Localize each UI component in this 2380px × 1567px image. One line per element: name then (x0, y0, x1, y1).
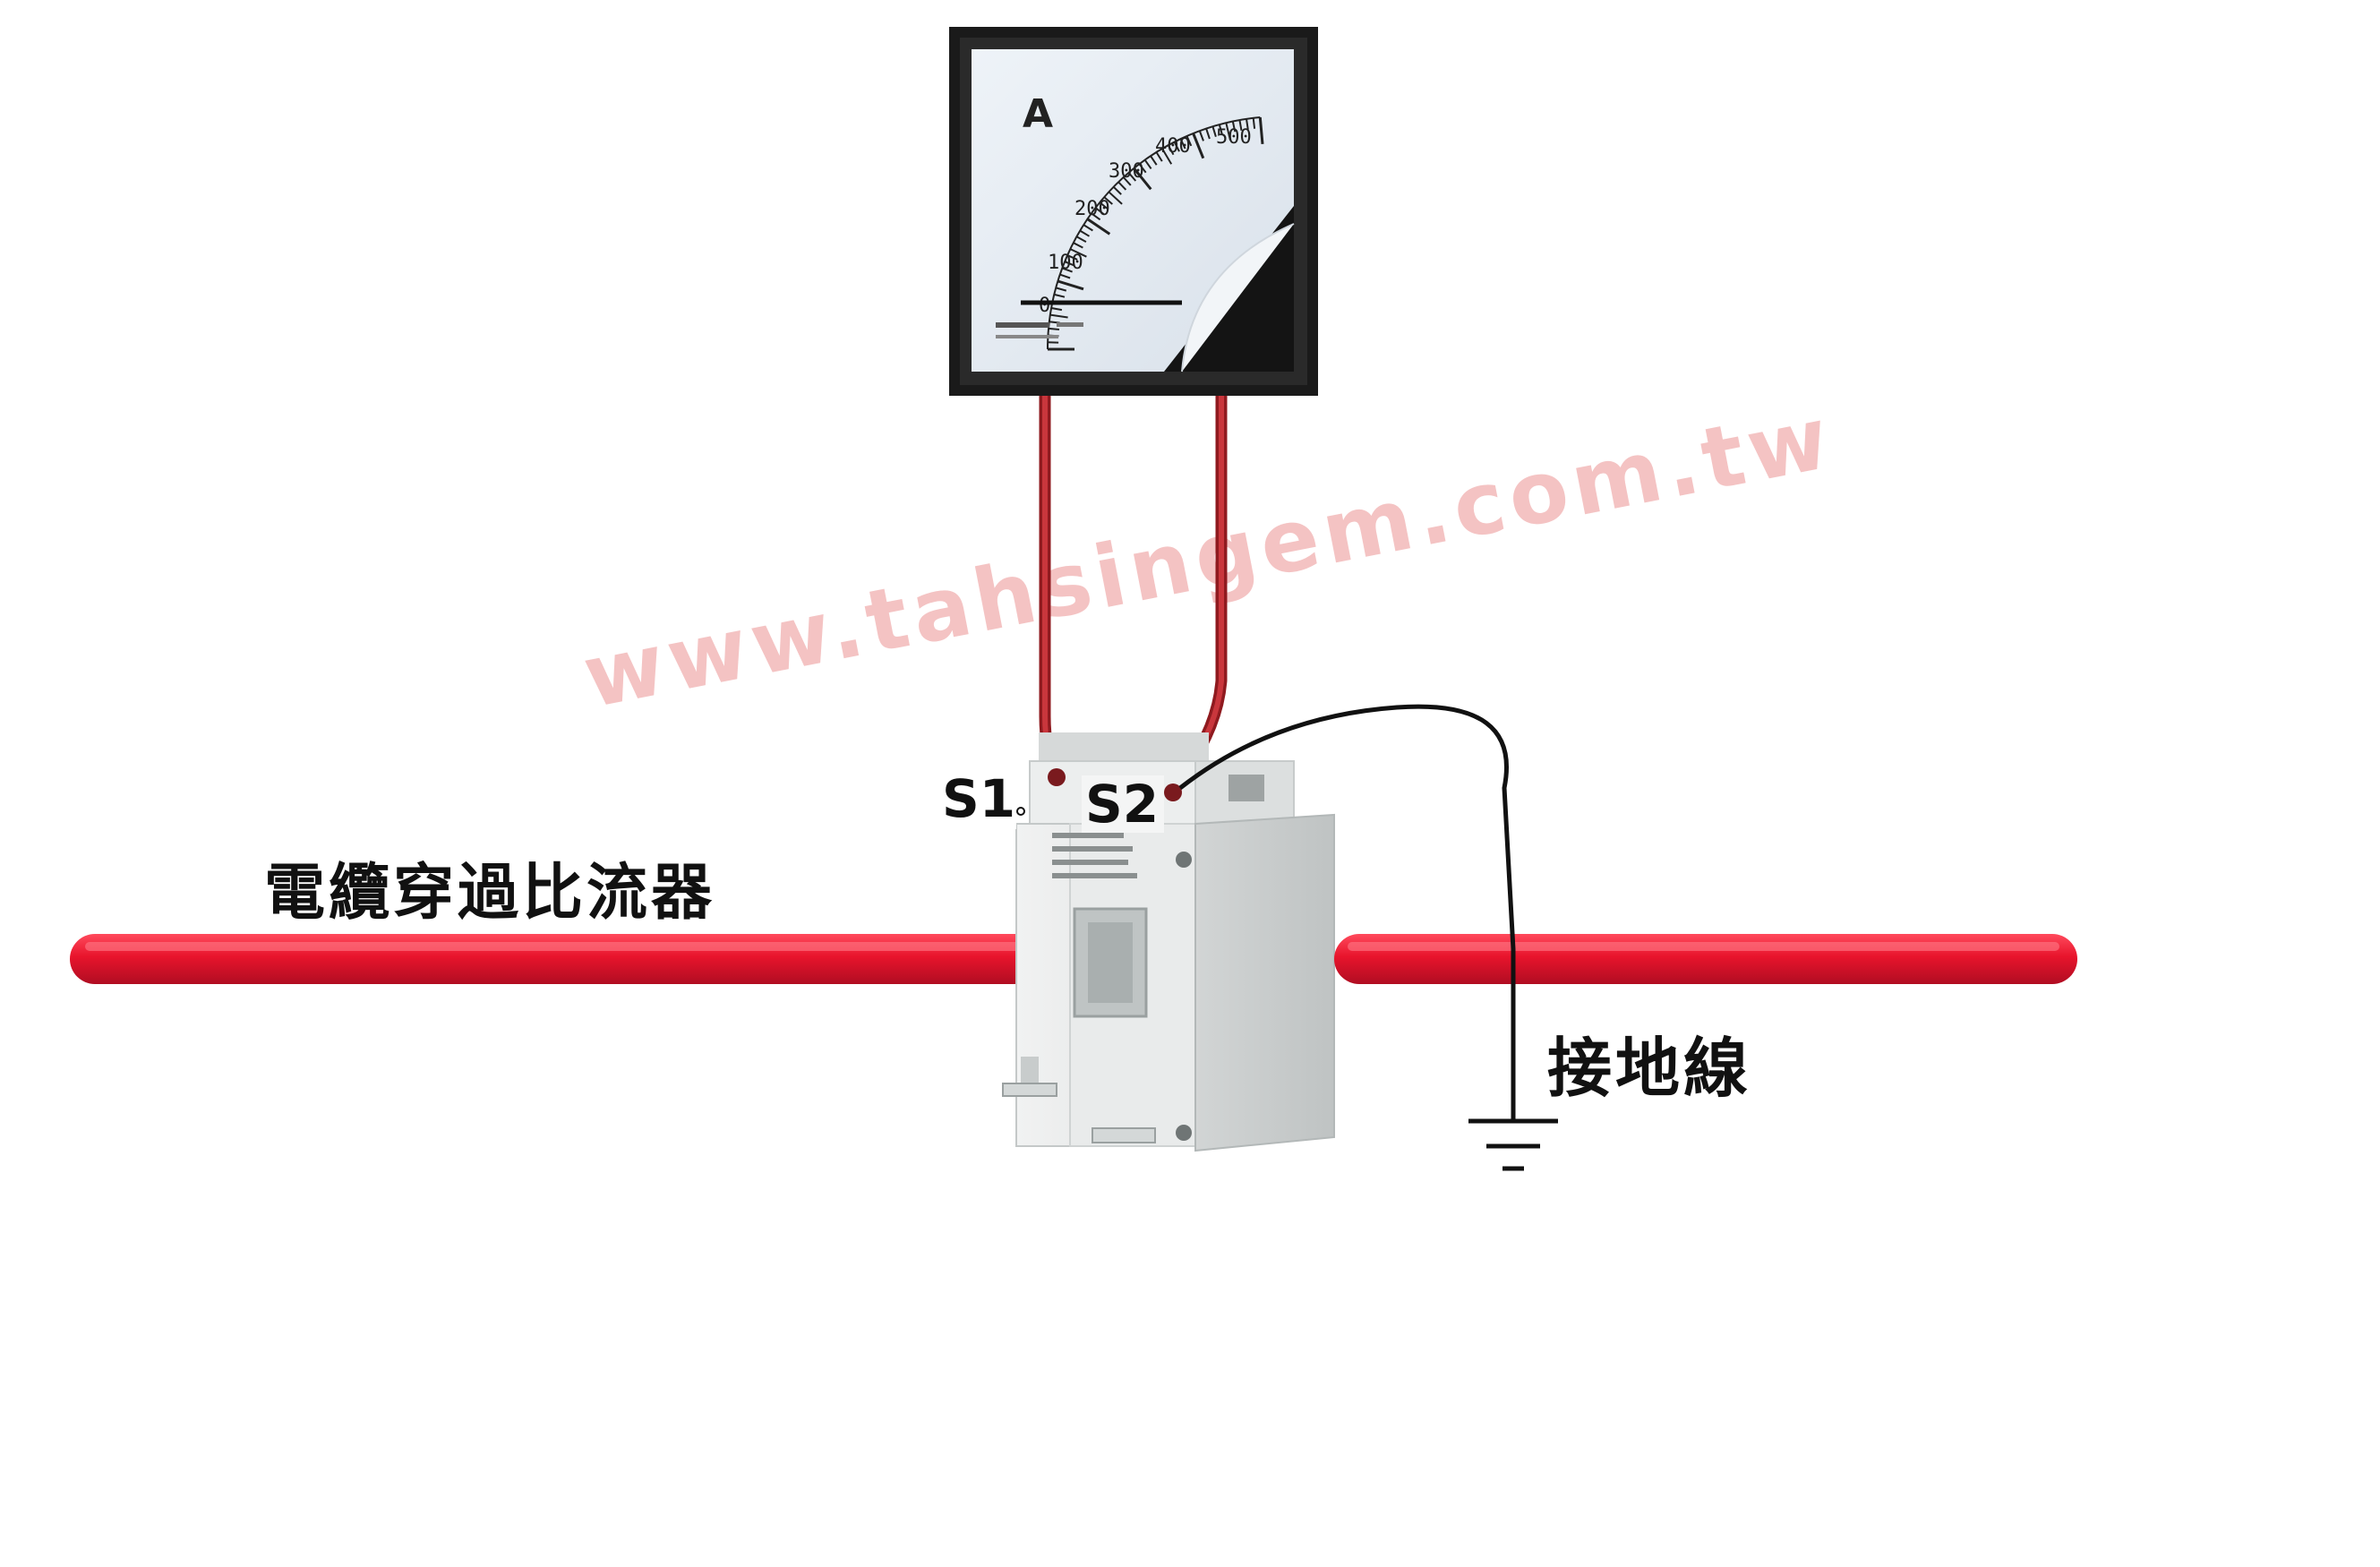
scale-minor-tick (1143, 159, 1152, 169)
scale-minor-tick (1238, 119, 1243, 131)
scale-major-tick (1192, 133, 1205, 159)
scale-label-500: 500 (1216, 126, 1252, 149)
scale-minor-tick (1064, 261, 1075, 267)
scale-minor-tick (1198, 130, 1204, 141)
scale-minor-tick (1061, 267, 1073, 273)
scale-major-tick (1057, 279, 1084, 291)
scale-minor-tick (1083, 224, 1093, 232)
scale-minor-tick (1218, 124, 1223, 135)
scale-minor-tick (1049, 313, 1068, 319)
scale-minor-tick (1150, 155, 1158, 166)
scale-minor-tick (1054, 293, 1066, 298)
scale-minor-tick (1211, 125, 1217, 137)
scale-minor-tick (1246, 118, 1249, 130)
scale-minor-tick (1173, 141, 1180, 152)
watermark-text: www.tahsingem.com.tw (576, 387, 1841, 728)
scale-minor-tick (1075, 235, 1087, 243)
scale-minor-tick (1167, 144, 1175, 156)
terminal-s1-label: S1 (942, 768, 1015, 829)
cable-left-segment (70, 934, 1144, 984)
scale-major-tick (1258, 116, 1264, 145)
scale-minor-tick (1094, 207, 1105, 216)
scale-minor-tick (1186, 135, 1193, 147)
terminal-s1-screw (1048, 768, 1066, 786)
scale-arc (1047, 116, 1261, 350)
scale-major-tick (1086, 218, 1111, 235)
ammeter-unit: A (1023, 91, 1053, 137)
ct-body-side (1194, 813, 1335, 1152)
ground-wire (1178, 704, 1516, 1119)
scale-label-300: 300 (1109, 160, 1144, 183)
scale-minor-tick (1108, 191, 1123, 205)
scale-label-0: 0 (1039, 295, 1050, 317)
ground-symbol-icon (1468, 1118, 1558, 1171)
scale-minor-tick (1091, 212, 1101, 221)
scale-minor-tick (1059, 273, 1071, 279)
current-transformer: S1 S2 (936, 732, 1335, 1152)
scale-minor-tick (1179, 138, 1186, 150)
scale-minor-tick (1117, 181, 1127, 191)
scale-major-tick (1133, 167, 1152, 191)
ammeter-scale (1047, 116, 1264, 351)
scale-minor-tick (1073, 242, 1083, 249)
scale-minor-tick (1066, 254, 1078, 261)
scale-minor-tick (1231, 121, 1237, 133)
scale-minor-tick (1112, 185, 1122, 195)
scale-minor-tick (1225, 122, 1231, 141)
scale-minor-tick (1155, 151, 1163, 162)
cable-label: 電纜穿過比流器 (264, 857, 715, 929)
scale-minor-tick (1048, 327, 1060, 330)
scale-minor-tick (1099, 201, 1109, 210)
terminal-s2-label: S2 (1085, 774, 1159, 835)
ammeter: 0 100 200 300 400 500 A (949, 27, 1318, 396)
scale-label-100: 100 (1048, 252, 1083, 274)
scale-minor-tick (1161, 148, 1173, 165)
scale-minor-tick (1050, 307, 1063, 312)
scale-label-200: 200 (1074, 198, 1110, 220)
scale-minor-tick (1127, 172, 1137, 182)
scale-minor-tick (1103, 196, 1113, 205)
scale-minor-tick (1205, 128, 1211, 140)
scale-minor-tick (1069, 248, 1087, 258)
scale-minor-tick (1079, 229, 1091, 237)
terminal-s2-screw (1164, 784, 1182, 801)
scale-minor-tick (1138, 163, 1147, 174)
ground-label: 接地線 (1547, 1030, 1751, 1106)
cable-right-segment (1334, 934, 2077, 984)
scale-minor-tick (1055, 287, 1067, 292)
scale-minor-tick (1122, 176, 1132, 186)
scale-label-400: 400 (1155, 135, 1191, 158)
